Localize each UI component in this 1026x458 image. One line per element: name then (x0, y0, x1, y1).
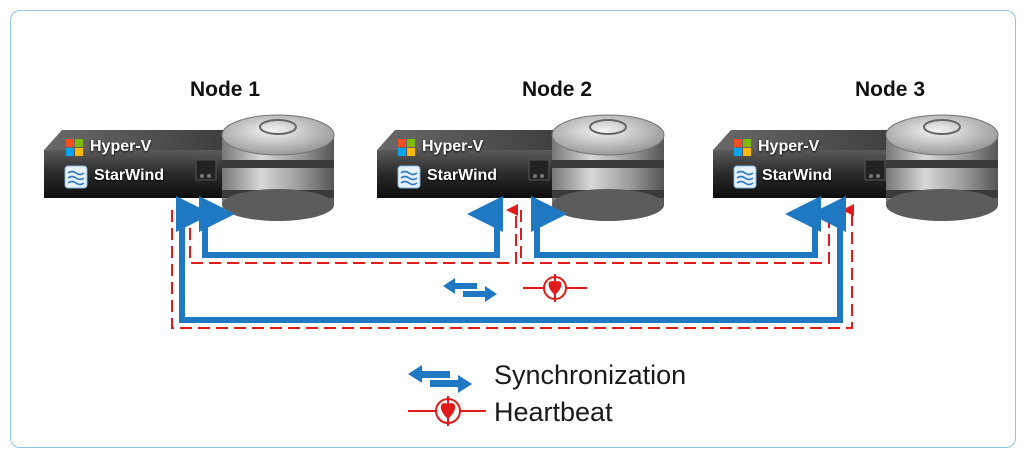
legend-sync-icon (408, 365, 472, 393)
windows-logo-icon (66, 139, 83, 156)
sync-link-node1-node2 (199, 196, 503, 258)
legend-heartbeat-label: Heartbeat (494, 397, 613, 427)
server-icon (713, 130, 909, 198)
legend-heartbeat-icon (408, 396, 486, 426)
node-1-group (44, 114, 335, 221)
heartbeat-link-node1-node2 (189, 204, 518, 264)
node-2-title: Node 2 (521, 78, 592, 101)
node-1-hyperv-label: Hyper-V (90, 138, 152, 155)
windows-logo-icon (734, 139, 751, 156)
disk-stack-icon (551, 114, 665, 221)
node-2-hyperv-label: Hyper-V (422, 138, 484, 155)
starwind-logo-icon (64, 165, 88, 189)
windows-logo-icon (398, 139, 415, 156)
disk-stack-icon (221, 114, 335, 221)
sync-arrows-icon (443, 278, 497, 302)
node-1-title: Node 1 (189, 78, 260, 101)
sync-link-node1-node3 (176, 196, 846, 323)
disk-stack-icon (885, 114, 999, 221)
node-3-group (713, 114, 999, 221)
heartbeat-link-node2-node3 (520, 204, 831, 264)
node-2-starwind-label: StarWind (427, 167, 498, 184)
node-3-title: Node 3 (854, 78, 925, 101)
heartbeat-icon (523, 274, 587, 302)
starwind-logo-icon (397, 165, 421, 189)
legend-sync-label: Synchronization (494, 360, 687, 390)
node-3-starwind-label: StarWind (762, 167, 833, 184)
node-3-hyperv-label: Hyper-V (758, 138, 820, 155)
sync-link-node2-node3 (531, 196, 821, 258)
node-2-group (377, 114, 665, 221)
starwind-logo-icon (733, 165, 757, 189)
heartbeat-link-node1-node3 (171, 204, 854, 329)
node-1-starwind-label: StarWind (94, 167, 165, 184)
